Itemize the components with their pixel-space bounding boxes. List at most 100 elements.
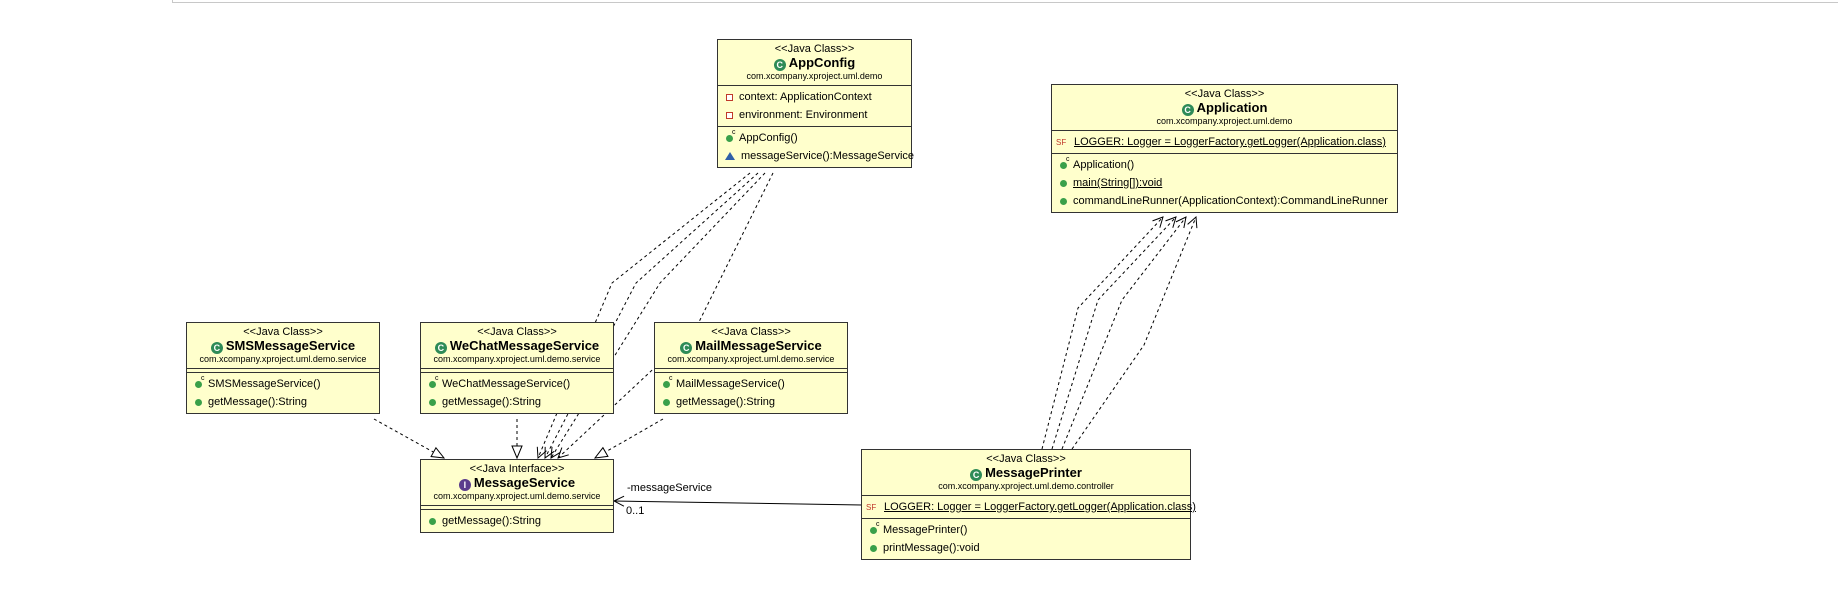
- dependency-appconfig-2: [545, 172, 759, 458]
- static-final-icon: SF: [866, 502, 877, 512]
- method-row: AppConfig(): [718, 129, 911, 147]
- stereotype: <<Java Class>>: [243, 326, 323, 338]
- dependency-printer-3: [1061, 217, 1186, 450]
- class-icon: C: [434, 342, 447, 354]
- constructor-icon: [726, 129, 736, 142]
- stereotype: <<Java Class>>: [711, 326, 791, 338]
- constructor-icon: [870, 521, 880, 534]
- class-name: Application: [1196, 100, 1268, 115]
- method-row: printMessage():void: [862, 539, 1190, 557]
- class-name: WeChatMessageService: [449, 338, 600, 353]
- public-method-icon: [663, 398, 670, 406]
- methods-section: Application() main(String[]):void comman…: [1052, 154, 1397, 212]
- class-icon: C: [680, 342, 693, 354]
- constructor-icon: [663, 375, 673, 388]
- class-name: AppConfig: [788, 55, 856, 70]
- stereotype: <<Java Class>>: [477, 326, 557, 338]
- methods-section: getMessage():String: [421, 510, 613, 532]
- package-name: com.xcompany.xproject.uml.demo.controlle…: [938, 481, 1114, 491]
- method-row: WeChatMessageService(): [421, 375, 613, 393]
- public-method-icon: [1060, 197, 1067, 205]
- class-icon: C: [970, 469, 983, 481]
- class-icon: C: [773, 59, 786, 71]
- method-row: MailMessageService(): [655, 375, 847, 393]
- stereotype: <<Java Class>>: [774, 43, 855, 55]
- constructor-icon: [429, 375, 439, 388]
- diagram-frame: [172, 0, 1838, 3]
- methods-section: MessagePrinter() printMessage():void: [862, 519, 1190, 559]
- realization-mail: [595, 418, 664, 458]
- fields-section: [421, 369, 613, 373]
- methods-section: AppConfig() messageService():MessageServ…: [718, 127, 914, 167]
- method-row: main(String[]):void: [1052, 174, 1397, 192]
- method-row: messageService():MessageService: [718, 147, 914, 165]
- package-name: com.xcompany.xproject.uml.demo: [746, 71, 883, 81]
- class-name: MessagePrinter: [985, 465, 1082, 480]
- method-row: getMessage():String: [421, 393, 613, 411]
- static-final-icon: SF: [1056, 137, 1067, 147]
- fields-section: context: ApplicationContext environment:…: [718, 86, 911, 127]
- dependency-appconfig-1: [538, 172, 751, 458]
- fields-section: [421, 506, 613, 510]
- private-field-icon: [726, 93, 733, 101]
- class-icon: C: [1181, 104, 1194, 116]
- method-row: MessagePrinter(): [862, 521, 1190, 539]
- method-row: getMessage():String: [655, 393, 847, 411]
- package-name: com.xcompany.xproject.uml.demo.service: [667, 354, 835, 364]
- association-messageservice: [614, 501, 863, 505]
- public-method-icon: [195, 398, 202, 406]
- realization-sms: [373, 418, 444, 458]
- dependency-appconfig-3: [551, 172, 766, 458]
- public-method-icon: [870, 544, 877, 552]
- field-row: environment: Environment: [718, 106, 911, 124]
- methods-section: SMSMessageService() getMessage():String: [187, 373, 379, 413]
- public-method-icon: [429, 398, 436, 406]
- private-field-icon: [726, 111, 733, 119]
- dependency-printer-4: [1071, 217, 1196, 450]
- dependency-printer-1: [1041, 217, 1163, 450]
- constructor-icon: [1060, 156, 1070, 169]
- package-name: com.xcompany.xproject.uml.demo: [1156, 116, 1293, 126]
- methods-section: WeChatMessageService() getMessage():Stri…: [421, 373, 613, 413]
- class-name: SMSMessageService: [225, 338, 356, 353]
- field-row: context: ApplicationContext: [718, 88, 911, 106]
- stereotype: <<Java Interface>>: [469, 463, 565, 475]
- method-row: Application(): [1052, 156, 1397, 174]
- interface-icon: I: [458, 479, 471, 491]
- dependency-printer-2: [1051, 217, 1176, 450]
- static-method-icon: [1060, 179, 1067, 187]
- fields-section: [187, 369, 379, 373]
- class-name: MailMessageService: [695, 338, 822, 353]
- method-row: SMSMessageService(): [187, 375, 379, 393]
- method-row: getMessage():String: [421, 512, 613, 530]
- association-multiplicity-label: 0..1: [626, 505, 645, 517]
- methods-section: MailMessageService() getMessage():String: [655, 373, 847, 413]
- dependency-appconfig-4: [558, 172, 774, 458]
- fields-section: [655, 369, 847, 373]
- constructor-icon: [195, 375, 205, 388]
- package-name: com.xcompany.xproject.uml.demo.service: [433, 491, 601, 501]
- stereotype: <<Java Class>>: [986, 453, 1066, 465]
- package-name: com.xcompany.xproject.uml.demo.service: [433, 354, 601, 364]
- stereotype: <<Java Class>>: [1184, 88, 1265, 100]
- public-method-icon: [429, 517, 436, 525]
- class-name: MessageService: [473, 475, 576, 490]
- method-row: commandLineRunner(ApplicationContext):Co…: [1052, 192, 1397, 210]
- package-method-icon: [725, 152, 735, 160]
